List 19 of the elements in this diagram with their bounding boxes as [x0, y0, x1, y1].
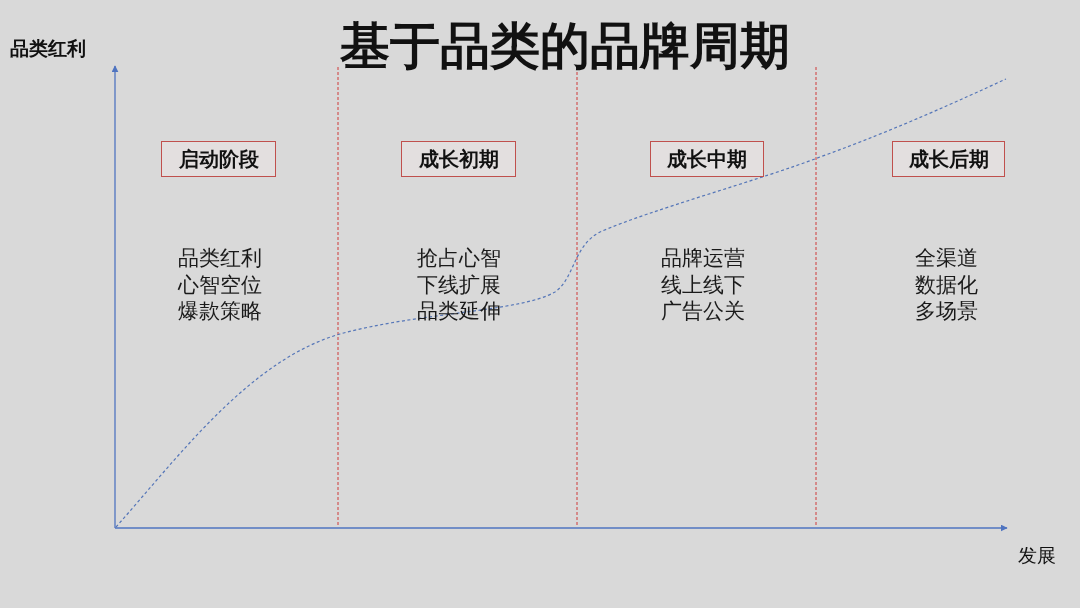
strategy-text: 心智空位 [178, 271, 262, 298]
diagram-title: 基于品类的品牌周期 [340, 16, 790, 76]
strategy-text: 线上线下 [661, 271, 745, 298]
strategy-text: 品类红利 [178, 245, 262, 272]
phase-heading-box: 成长后期 [892, 141, 1005, 177]
strategy-text: 爆款策略 [178, 298, 262, 325]
strategy-text: 品牌运营 [661, 245, 745, 272]
strategy-text: 抢占心智 [417, 245, 501, 272]
phase-heading-box: 启动阶段 [161, 141, 276, 177]
axis-label: 发展 [1018, 543, 1056, 567]
strategy-text: 品类延伸 [417, 298, 501, 325]
strategy-text: 数据化 [914, 271, 978, 298]
phase-heading-box: 成长初期 [401, 141, 516, 177]
strategy-text: 广告公关 [661, 298, 745, 325]
strategy-text: 下线扩展 [417, 271, 501, 298]
strategy-text: 全渠道 [914, 245, 978, 272]
strategy-text: 多场景 [914, 298, 978, 325]
axis-label: 品类红利 [10, 36, 86, 60]
phase-heading-box: 成长中期 [650, 141, 764, 177]
